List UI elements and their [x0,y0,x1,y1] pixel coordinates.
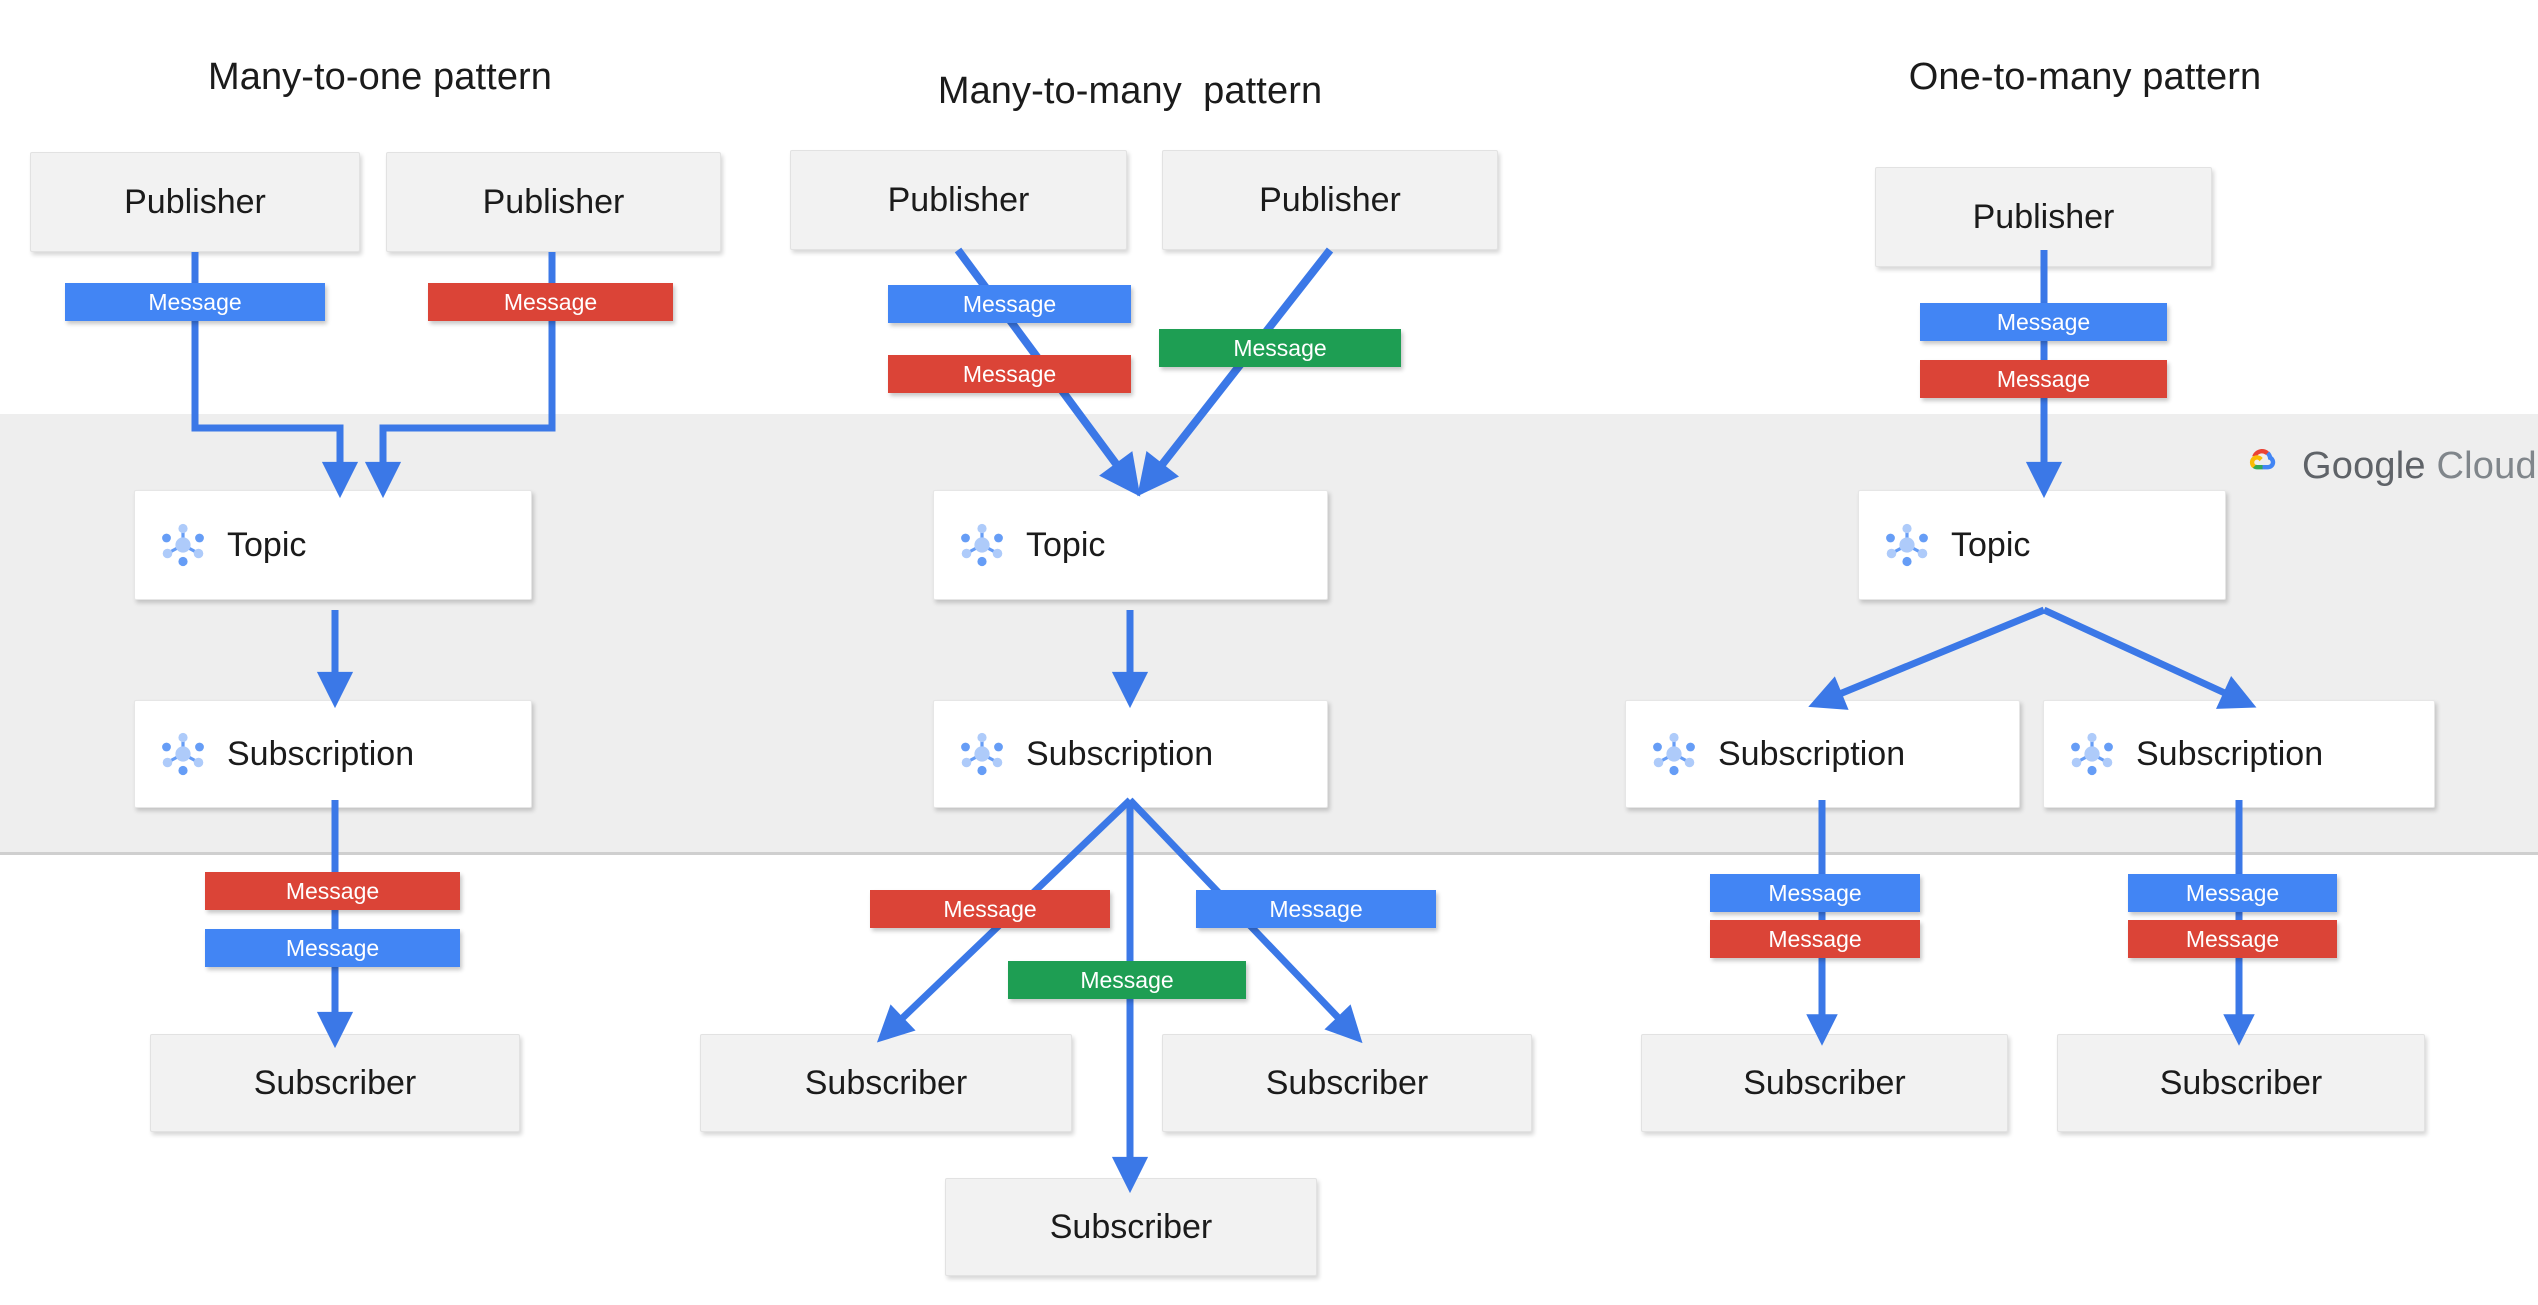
subscription-label: Subscription [2136,734,2324,773]
message-chip[interactable]: Message [2128,874,2337,912]
subscriber-box[interactable]: Subscriber [945,1178,1317,1276]
subscription-box[interactable]: Subscription [2043,700,2435,808]
google-cloud-logo-icon [2236,443,2288,490]
subscriber-box[interactable]: Subscriber [150,1034,520,1132]
message-label: Message [2185,925,2280,952]
brand-cloud: Cloud [2425,445,2537,487]
topic-label: Topic [1026,525,1106,564]
pubsub-topic-icon [956,519,1008,571]
message-label: Message [285,934,380,961]
pubsub-topic-icon [157,519,209,571]
title-many-to-one: Many-to-one pattern [207,56,553,98]
message-label: Message [962,360,1057,387]
publisher-box[interactable]: Publisher [1162,150,1498,250]
message-chip[interactable]: Message [1920,360,2167,398]
publisher-box[interactable]: Publisher [790,150,1127,250]
publisher-box[interactable]: Publisher [30,152,360,252]
message-label: Message [1768,879,1862,906]
pubsub-subscription-icon [1648,728,1700,780]
topic-box[interactable]: Topic [134,490,532,600]
message-chip[interactable]: Message [205,929,460,967]
subscriber-label: Subscriber [1049,1207,1213,1246]
pubsub-subscription-icon [157,728,209,780]
topic-box[interactable]: Topic [933,490,1328,600]
message-label: Message [1233,334,1327,361]
message-label: Message [962,290,1057,317]
title-one-to-many: One-to-many pattern [1908,56,2262,98]
message-chip[interactable]: Message [1710,874,1920,912]
message-label: Message [285,877,380,904]
message-label: Message [1996,308,2091,335]
title-many-to-many: Many-to-many pattern [937,70,1323,112]
brand-google: Google [2302,445,2426,487]
subscription-box[interactable]: Subscription [933,700,1328,808]
pubsub-subscription-icon [956,728,1008,780]
message-chip[interactable]: Message [1196,890,1436,928]
message-label: Message [148,288,242,315]
message-label: Message [1996,365,2091,392]
subscription-box[interactable]: Subscription [1625,700,2020,808]
message-label: Message [1269,895,1363,922]
subscriber-box[interactable]: Subscriber [1162,1034,1532,1132]
message-chip[interactable]: Message [428,283,673,321]
publisher-label: Publisher [887,180,1030,219]
subscriber-label: Subscriber [2159,1063,2323,1102]
message-chip[interactable]: Message [888,355,1131,393]
publisher-label: Publisher [1259,180,1401,219]
message-label: Message [1080,966,1174,993]
subscription-box[interactable]: Subscription [134,700,532,808]
publisher-box[interactable]: Publisher [386,152,721,252]
message-chip[interactable]: Message [1920,303,2167,341]
message-chip[interactable]: Message [2128,920,2337,958]
message-chip[interactable]: Message [1008,961,1246,999]
subscriber-label: Subscriber [804,1063,968,1102]
message-label: Message [943,895,1037,922]
topic-box[interactable]: Topic [1858,490,2226,600]
subscription-label: Subscription [227,734,415,773]
message-chip[interactable]: Message [870,890,1110,928]
message-label: Message [503,288,598,315]
google-cloud-wordmark: Google Cloud [2302,445,2537,488]
publisher-label: Publisher [124,182,266,221]
subscription-label: Subscription [1718,734,1906,773]
subscriber-label: Subscriber [1743,1063,1906,1102]
subscriber-box[interactable]: Subscriber [1641,1034,2008,1132]
pubsub-subscription-icon [2066,728,2118,780]
topic-label: Topic [1951,525,2031,564]
subscription-label: Subscription [1026,734,1214,773]
message-chip[interactable]: Message [205,872,460,910]
subscriber-label: Subscriber [253,1063,417,1102]
message-chip[interactable]: Message [1159,329,1401,367]
message-chip[interactable]: Message [888,285,1131,323]
google-cloud-logo: Google Cloud [2236,443,2537,490]
pubsub-topic-icon [1881,519,1933,571]
subscriber-label: Subscriber [1265,1063,1429,1102]
subscriber-box[interactable]: Subscriber [700,1034,1072,1132]
message-label: Message [1768,925,1862,952]
message-chip[interactable]: Message [1710,920,1920,958]
publisher-label: Publisher [482,182,625,221]
subscriber-box[interactable]: Subscriber [2057,1034,2425,1132]
message-label: Message [2185,879,2280,906]
topic-label: Topic [227,525,307,564]
message-chip[interactable]: Message [65,283,325,321]
publisher-label: Publisher [1972,197,2115,236]
publisher-box[interactable]: Publisher [1875,167,2212,267]
